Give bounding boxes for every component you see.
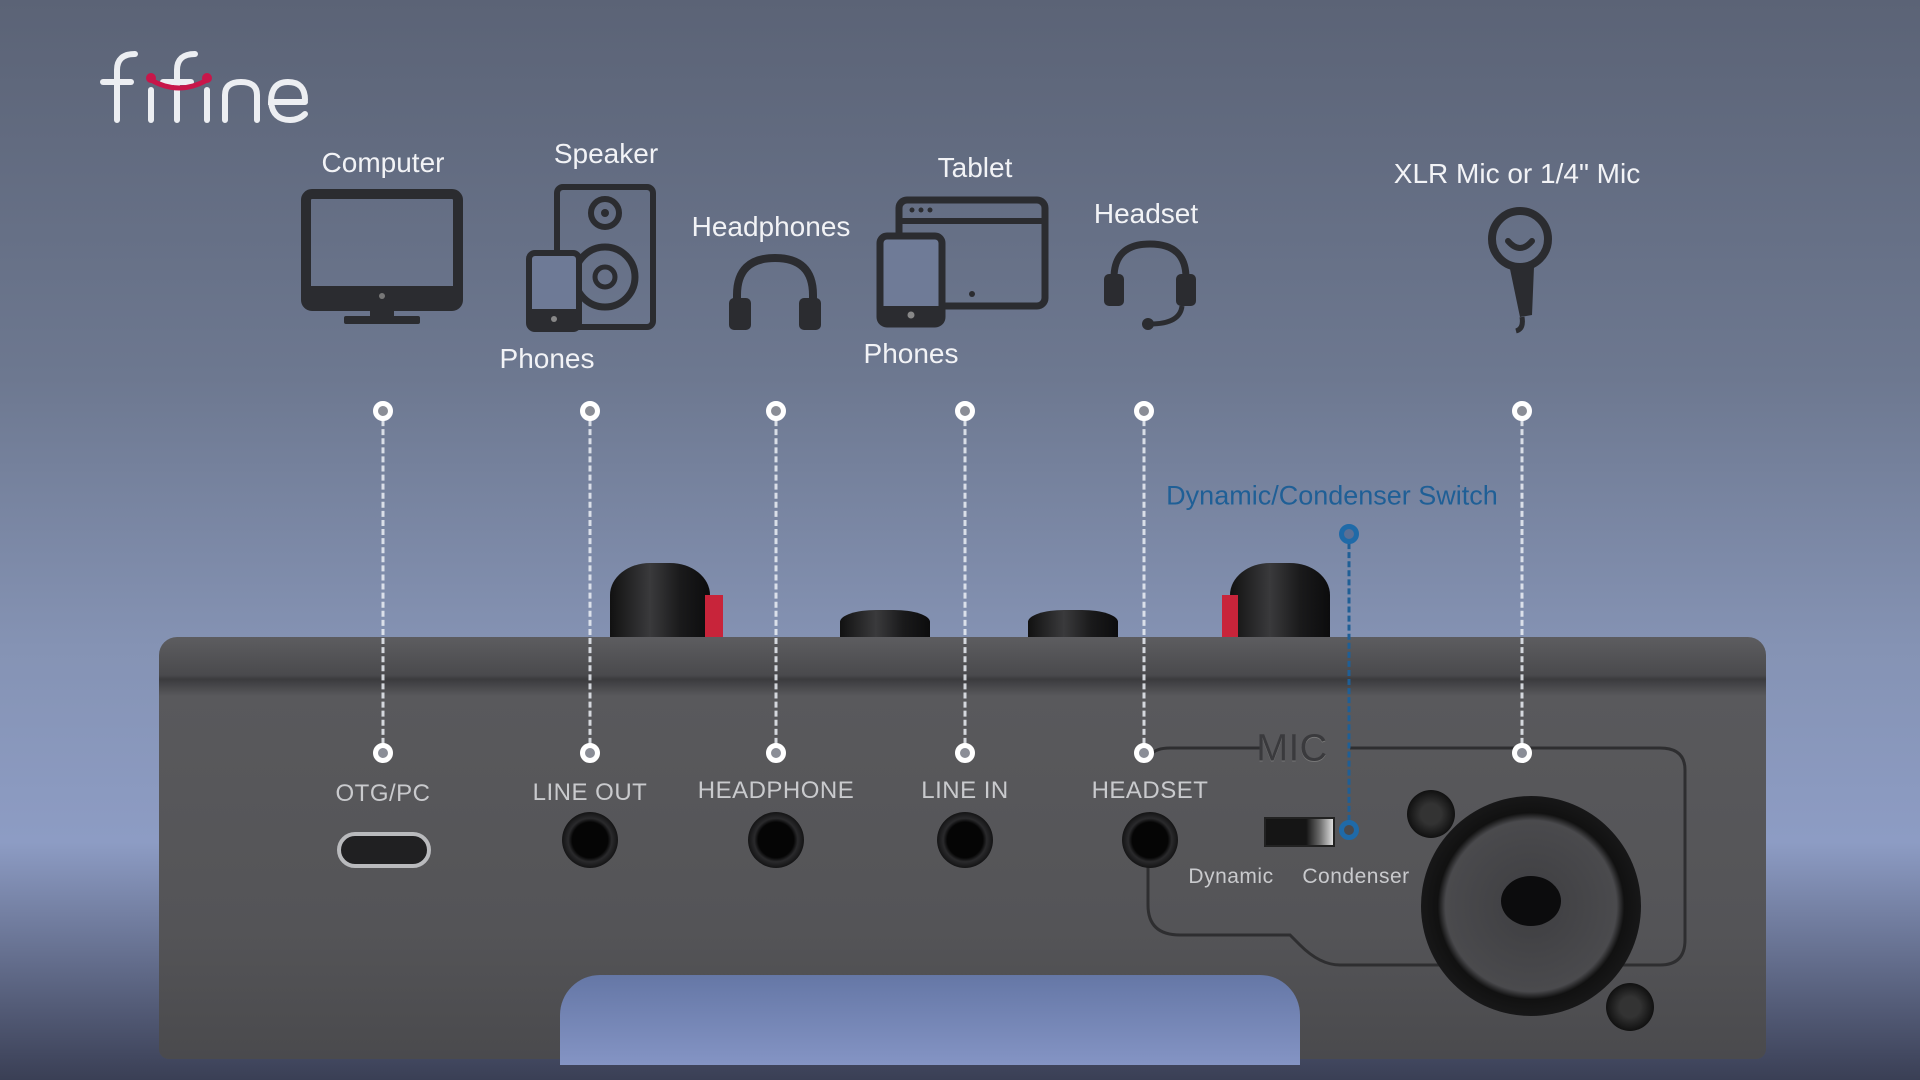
device-cutout [560,975,1300,1065]
knob-accent [705,595,723,640]
switch-label-dynamic: Dynamic [1188,865,1274,888]
device-label-headset: Headset [1093,198,1199,229]
monitor-icon [301,189,463,324]
tablet-phone-icon [876,196,1049,328]
small-knob[interactable] [840,610,930,640]
connector-dot [766,401,786,421]
knob-accent-2 [1222,595,1238,640]
connector-dot [580,743,600,763]
connector-dot [580,401,600,421]
device-label-speaker: Speaker [553,138,659,169]
port-label-otg: OTG/PC [335,780,431,807]
connector-dot [1134,743,1154,763]
microphone-icon [1488,207,1552,334]
mic-section-title: MIC [1256,727,1328,770]
headset-icon [1104,240,1196,330]
device-label-computer: Computer [321,147,445,178]
volume-knob-2[interactable] [1230,563,1330,643]
connector-dot [1512,401,1532,421]
switch-callout-label: Dynamic/Condenser Switch [1166,480,1498,511]
device-label-tablet: Tablet [937,152,1013,183]
screw [1407,790,1455,838]
screw-2 [1606,983,1654,1031]
switch-dot [1339,524,1359,544]
volume-knob[interactable] [610,563,710,643]
connector-dot [766,743,786,763]
port-label-line-out: LINE OUT [532,779,648,806]
port-label-line-in: LINE IN [921,777,1009,804]
connector-dot [1134,401,1154,421]
port-label-headphone: HEADPHONE [697,777,855,804]
headphone-jack[interactable] [748,812,804,868]
small-knob-2[interactable] [1028,610,1118,640]
connector-dot [955,743,975,763]
port-label-headset: HEADSET [1091,777,1209,804]
connector-dot [373,401,393,421]
usb-c-port[interactable] [337,832,431,868]
connector-dot [955,401,975,421]
line-in-jack[interactable] [937,812,993,868]
connector-dot [1512,743,1532,763]
switch-dot [1339,820,1359,840]
fifine-logo [95,40,315,130]
headset-jack[interactable] [1122,812,1178,868]
device-sublabel-phones: Phones [499,343,595,374]
device-sublabel-phones-2: Phones [863,338,959,369]
xlr-combo-jack[interactable] [1421,796,1641,1016]
line-out-jack[interactable] [562,812,618,868]
device-label-mic: XLR Mic or 1/4" Mic [1393,158,1641,189]
switch-label-condenser: Condenser [1302,865,1410,888]
connector-dot [373,743,393,763]
device-label-headphones: Headphones [691,211,851,242]
speaker-phone-icon [526,184,656,332]
headphones-icon [729,253,821,330]
dynamic-condenser-switch[interactable] [1264,817,1335,847]
